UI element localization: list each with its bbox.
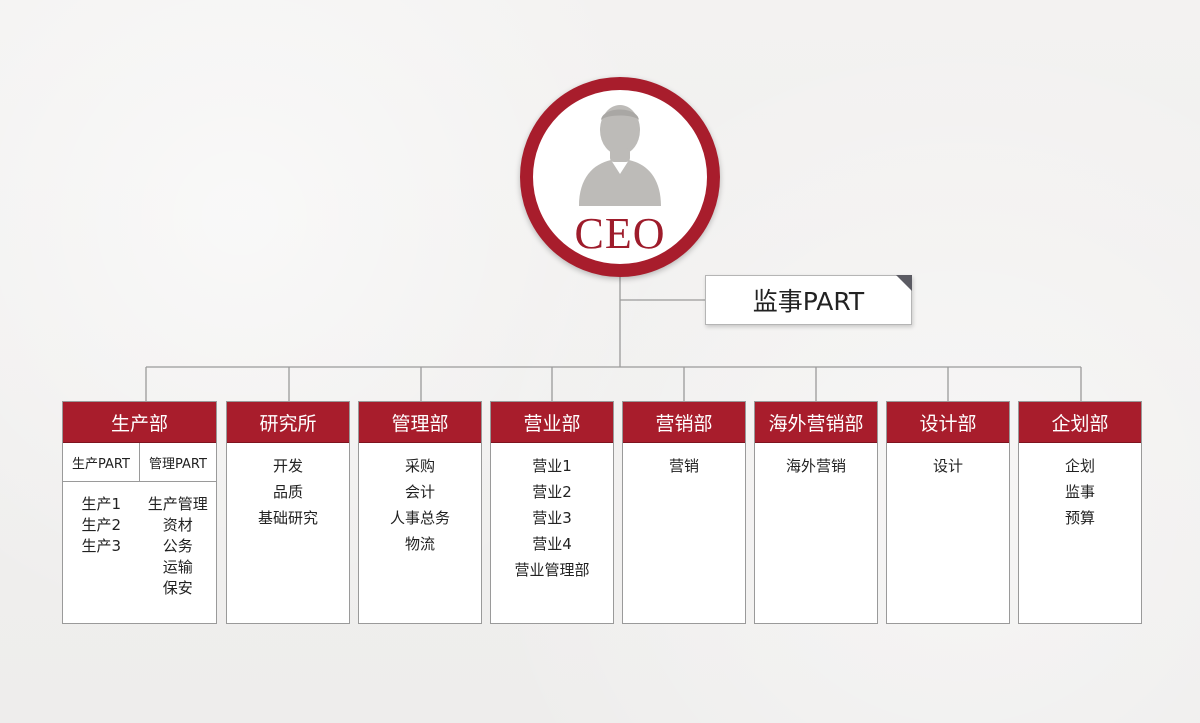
dept-item: 资材 [162, 516, 193, 534]
dept-item: 海外营销 [785, 457, 846, 475]
dept-item: 营业3 [532, 509, 572, 527]
folded-corner [896, 275, 912, 291]
department-title: 海外营销部 [755, 402, 877, 443]
person-silhouette-icon [579, 105, 661, 206]
dept-item: 生产3 [81, 537, 122, 555]
dept-item: 品质 [272, 483, 303, 501]
auditor-label: 监事PART [752, 287, 865, 316]
department-title: 管理部 [359, 402, 481, 443]
department-title: 营销部 [623, 402, 745, 443]
dept-item: 运输 [162, 558, 193, 576]
dept-item-list: 开发 品质 基础研究 [227, 443, 349, 531]
department-title: 营业部 [491, 402, 613, 443]
sub-tab-management-part: 管理PART [139, 443, 216, 481]
department-title: 研究所 [227, 402, 349, 443]
dept-item: 营销 [668, 457, 699, 475]
dept-item: 物流 [404, 535, 435, 553]
dept-item-list: 海外营销 [755, 443, 877, 479]
department-overseas-marketing: 海外营销部 海外营销 [754, 401, 878, 624]
dept-item: 监事 [1064, 483, 1095, 501]
ceo-label: CEO [574, 209, 666, 258]
department-planning: 企划部 企划 监事 预算 [1018, 401, 1142, 624]
dept-item-list: 营业1 营业2 营业3 营业4 营业管理部 [491, 443, 613, 583]
dept-item: 生产管理 [147, 495, 208, 513]
sub-tab-production-part: 生产PART [72, 456, 130, 472]
dept-item: 营业1 [532, 457, 572, 475]
management-part-column: 生产管理 资材 公务 运输 保安 [140, 494, 217, 599]
dept-item: 开发 [272, 457, 303, 475]
dept-item: 生产2 [81, 516, 122, 534]
department-title: 生产部 [63, 402, 216, 443]
dept-item: 采购 [404, 457, 435, 475]
dept-item: 保安 [162, 579, 193, 597]
dept-item-list: 企划 监事 预算 [1019, 443, 1141, 531]
dept-item: 设计 [932, 457, 963, 475]
ceo-node: CEO [520, 77, 720, 277]
department-title: 设计部 [887, 402, 1009, 443]
production-sub-tabs: 生产PART 管理PART [63, 443, 216, 482]
department-research: 研究所 开发 品质 基础研究 [226, 401, 350, 624]
dept-item-list: 采购 会计 人事总务 物流 [359, 443, 481, 557]
department-management: 管理部 采购 会计 人事总务 物流 [358, 401, 482, 624]
dept-item: 营业管理部 [514, 561, 590, 579]
production-sub-columns: 生产1 生产2 生产3 生产管理 资材 公务 运输 保安 [63, 482, 216, 599]
dept-item: 人事总务 [389, 509, 450, 527]
department-marketing: 营销部 营销 [622, 401, 746, 624]
auditor-box: 监事PART [705, 275, 912, 325]
dept-item: 营业2 [532, 483, 572, 501]
dept-item: 企划 [1064, 457, 1095, 475]
department-business: 营业部 营业1 营业2 营业3 营业4 营业管理部 [490, 401, 614, 624]
dept-item-list: 设计 [887, 443, 1009, 479]
dept-item: 基础研究 [257, 509, 318, 527]
department-production: 生产部 生产PART 管理PART 生产1 生产2 生产3 生产管理 资材 公务… [62, 401, 217, 624]
department-design: 设计部 设计 [886, 401, 1010, 624]
dept-item-list: 营销 [623, 443, 745, 479]
production-part-column: 生产1 生产2 生产3 [63, 494, 140, 599]
dept-item: 会计 [404, 483, 435, 501]
dept-item: 预算 [1064, 509, 1095, 527]
dept-item: 营业4 [532, 535, 572, 553]
department-title: 企划部 [1019, 402, 1141, 443]
dept-item: 公务 [162, 537, 193, 555]
dept-item: 生产1 [81, 495, 122, 513]
